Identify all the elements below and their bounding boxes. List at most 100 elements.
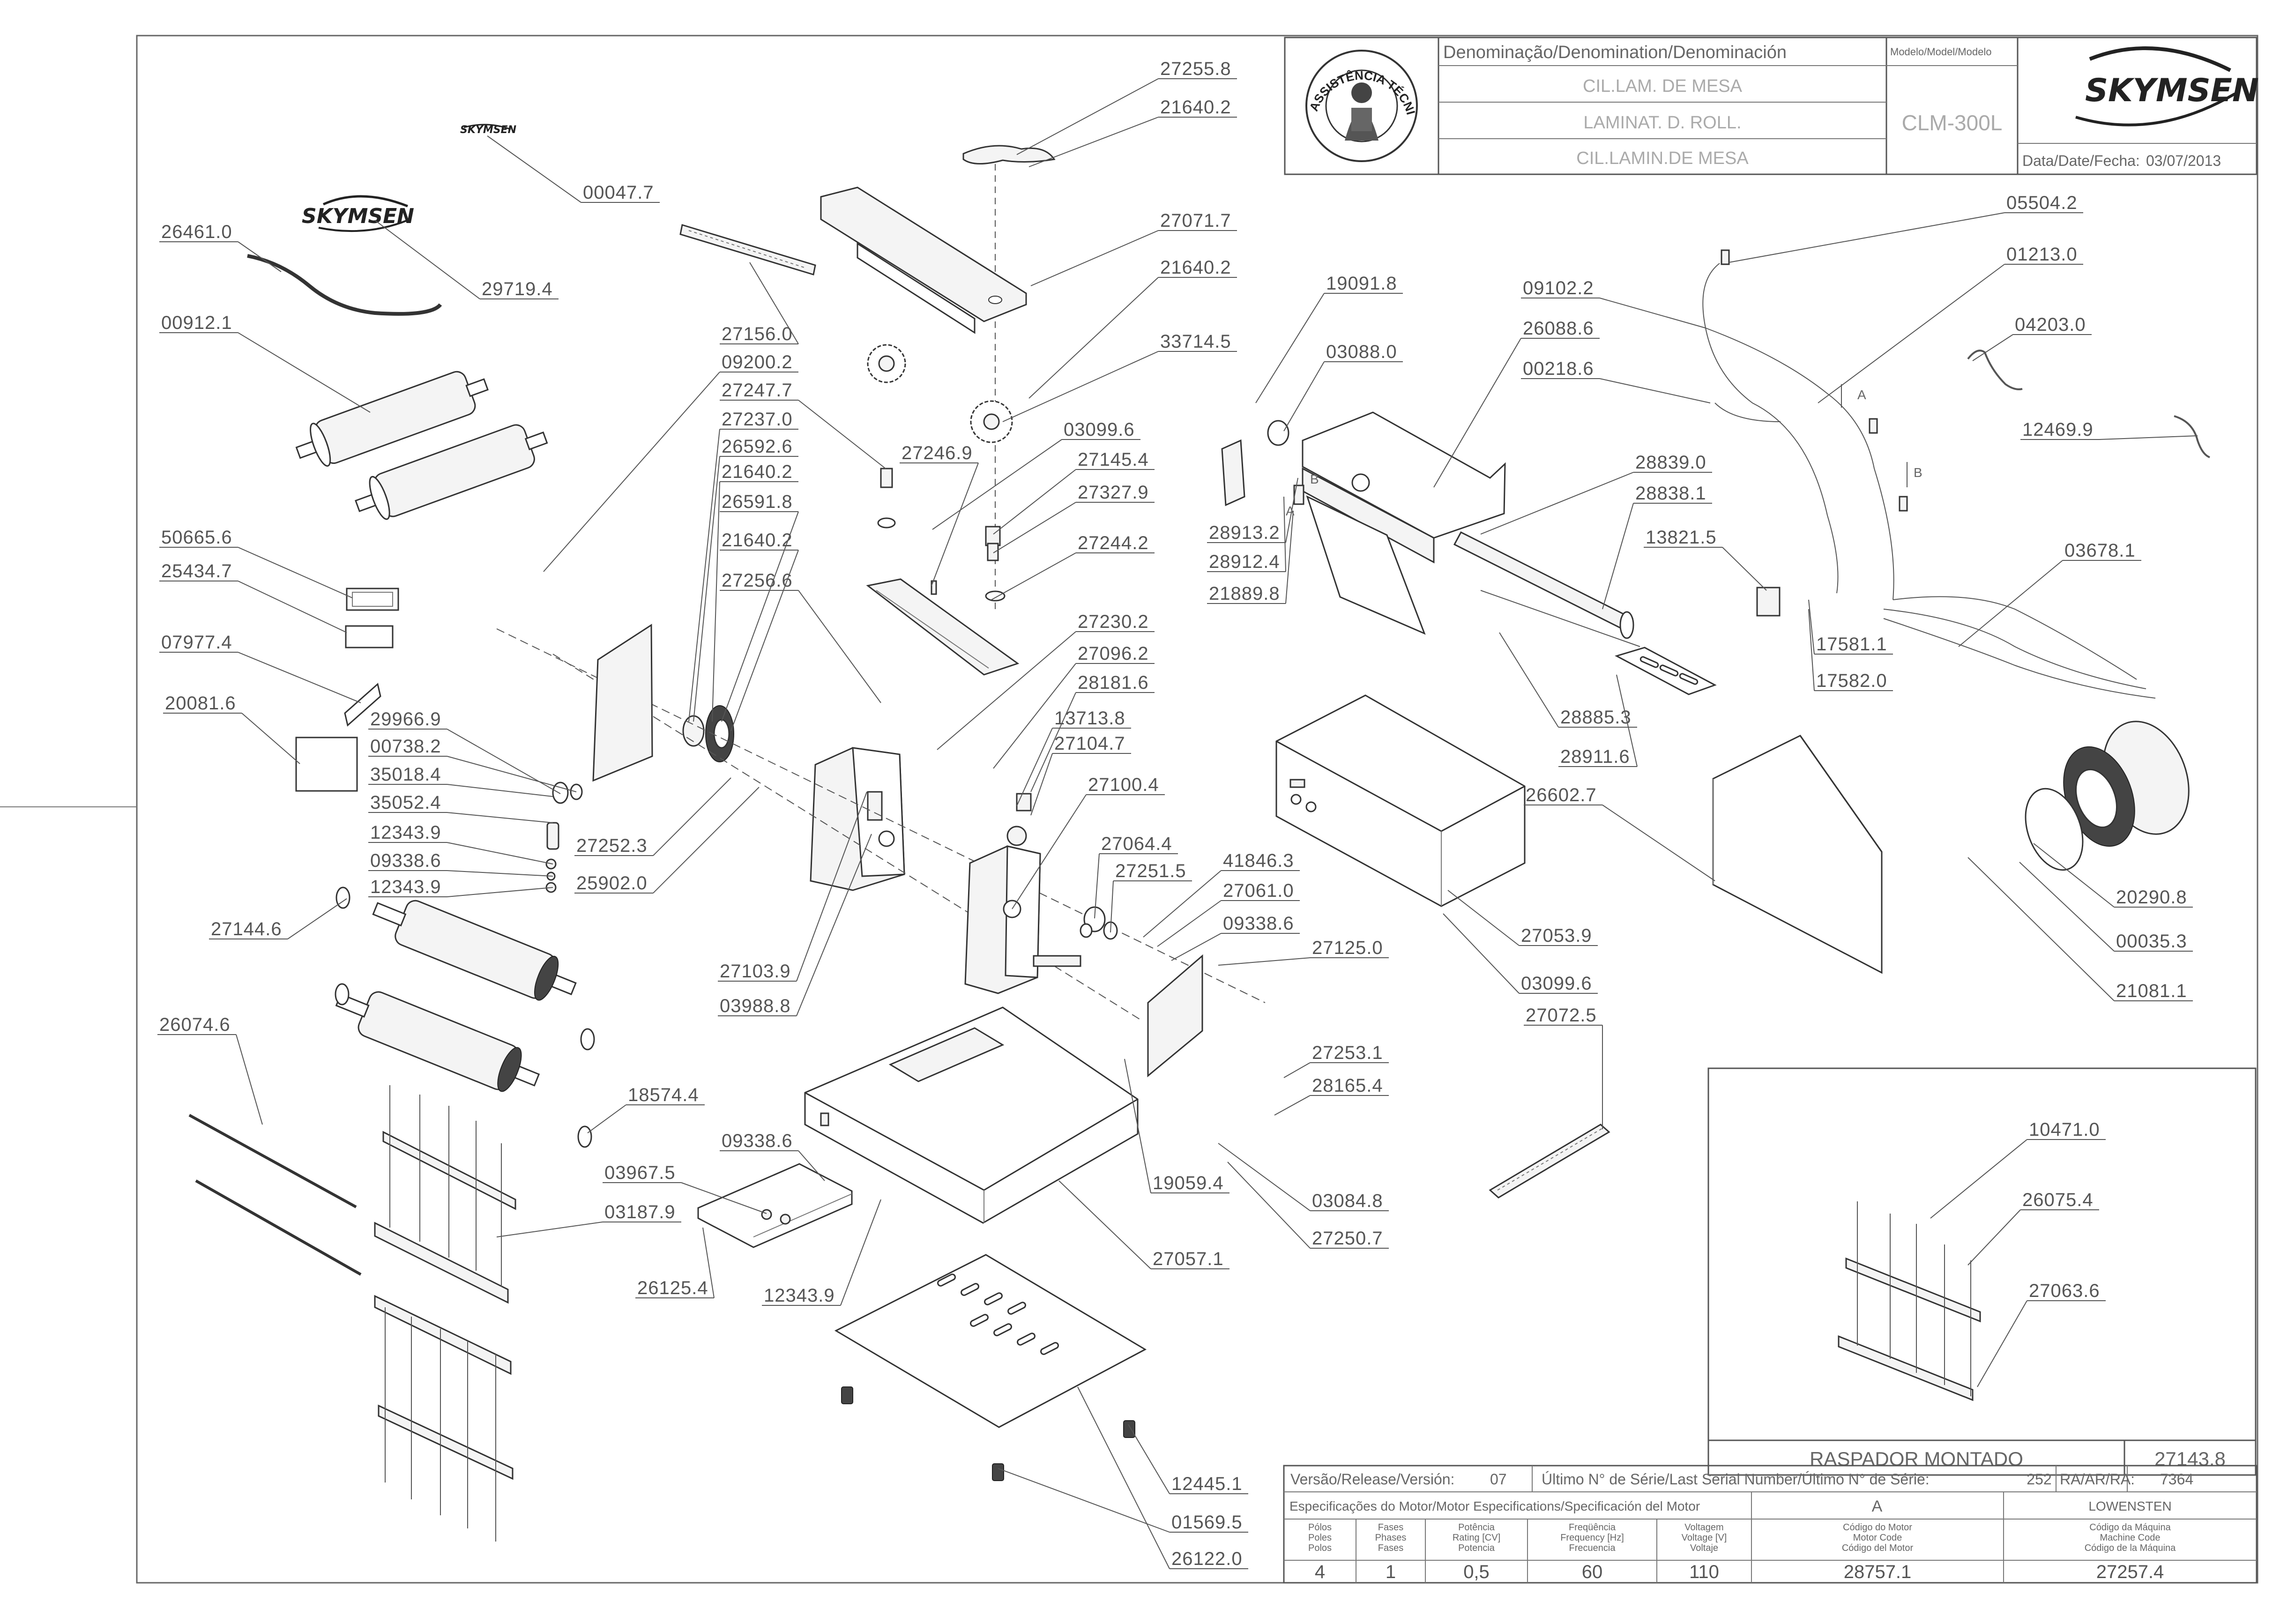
spec-column-label: Pólos xyxy=(1308,1522,1332,1533)
part-number-label: 27327.9 xyxy=(1078,482,1149,503)
callout-leader xyxy=(721,511,799,722)
part-number-label: 00738.2 xyxy=(370,736,441,757)
callout-27064-4: 27064.4 xyxy=(1094,834,1178,919)
part-number-label: 17581.1 xyxy=(1816,634,1887,655)
callout-leader xyxy=(998,1468,1170,1533)
part-number-label: 05504.2 xyxy=(2006,193,2078,213)
callout-29966-9: 29966.9 xyxy=(368,709,561,794)
comb-strip-top xyxy=(679,224,816,276)
part-number-label: 18574.4 xyxy=(628,1085,699,1105)
callout-leader xyxy=(1602,503,1634,610)
scraper-assembly-lower xyxy=(374,1295,514,1542)
part-number-label: 27145.4 xyxy=(1078,449,1149,470)
scraper-inset: RASPADOR MONTADO 27143.8 xyxy=(1707,1067,2257,1476)
part-number-label: 28912.4 xyxy=(1209,551,1280,572)
inset-title: RASPADOR MONTADO xyxy=(1810,1448,2023,1470)
part-number-label: 09102.2 xyxy=(1523,278,1594,298)
part-number-label: 00047.7 xyxy=(583,182,654,203)
callout-leader xyxy=(1030,230,1159,286)
spec-column-value: 60 xyxy=(1582,1562,1603,1582)
name-es: CIL.LAMIN.DE MESA xyxy=(1576,149,1749,168)
callout-07977-4: 07977.4 xyxy=(159,632,361,703)
callout-leader xyxy=(1599,378,1711,403)
part-number-label: 21640.2 xyxy=(722,530,793,551)
callout-leader xyxy=(993,469,1076,535)
medium-logo: SKYMSEN xyxy=(302,195,414,232)
callout-leader xyxy=(2099,435,2198,440)
callout-27230-2: 27230.2 xyxy=(937,611,1155,750)
spec-column-label: Machine Code xyxy=(2100,1533,2161,1543)
label-plates xyxy=(295,588,399,792)
callout-27100-4: 27100.4 xyxy=(1012,775,1165,909)
callout-27072-5: 27072.5 xyxy=(1524,1005,1603,1129)
part-number-label: 35018.4 xyxy=(370,764,441,785)
callout-leader xyxy=(287,898,347,939)
spec-column-label: Fases xyxy=(1378,1522,1403,1533)
spec-column-value: 0,5 xyxy=(1463,1562,1490,1582)
comb-strip-right xyxy=(1489,1124,1610,1199)
callout-26088-6: 26088.6 xyxy=(1433,318,1600,488)
part-number-label: 27064.4 xyxy=(1101,834,1172,854)
callout-26074-6: 26074.6 xyxy=(157,1014,263,1125)
callout-leader xyxy=(496,1222,603,1237)
callout-26122-0: 26122.0 xyxy=(1077,1386,1248,1569)
callout-leader xyxy=(796,834,872,1016)
callout-leader xyxy=(447,729,561,794)
callout-00035-3: 00035.3 xyxy=(2019,862,2193,952)
spec-column-label: Código del Motor xyxy=(1842,1543,1914,1553)
part-number-label: 28181.6 xyxy=(1078,672,1149,693)
part-number-label: 09338.6 xyxy=(370,850,441,871)
spec-column-value: 1 xyxy=(1386,1562,1396,1582)
part-number-label: 27144.6 xyxy=(211,919,282,939)
part-number-label: 09338.6 xyxy=(722,1131,793,1151)
callout-leader xyxy=(1143,870,1222,938)
part-number-label: 27053.9 xyxy=(1521,925,1592,946)
svg-text:SKYMSEN: SKYMSEN xyxy=(460,124,516,136)
callout-17582-0: 17582.0 xyxy=(1808,609,1893,691)
callout-27125-0: 27125.0 xyxy=(1218,938,1389,966)
callout-leader xyxy=(1447,890,1520,946)
side-guard-right xyxy=(1147,954,1203,1078)
part-number-label: 26591.8 xyxy=(722,492,793,512)
bracket-a xyxy=(1221,420,1304,507)
tray-channel xyxy=(866,578,1020,676)
part-number-label: 27096.2 xyxy=(1078,643,1149,664)
part-number-label: 50665.6 xyxy=(161,527,232,548)
callout-21081-1: 21081.1 xyxy=(1967,857,2193,1001)
part-number-label: 07977.4 xyxy=(161,632,232,653)
callout-03088-0: 03088.0 xyxy=(1283,342,1403,432)
part-number-label: 21640.2 xyxy=(1160,257,1231,278)
part-number-label: 26125.4 xyxy=(637,1278,708,1298)
callout-27256-6: 27256.6 xyxy=(720,570,881,703)
callout-27053-9: 27053.9 xyxy=(1447,890,1598,946)
callout-leader xyxy=(241,713,300,764)
spec-column-label: Rating [CV] xyxy=(1453,1533,1500,1543)
date-label: Data/Date/Fecha: xyxy=(2022,152,2140,169)
callout-28912-4: 28912.4 xyxy=(1207,496,1286,572)
serial-value: 252 xyxy=(2027,1471,2051,1488)
callout-leader xyxy=(1002,351,1159,422)
part-number-label: 20081.6 xyxy=(165,693,236,714)
inset-code: 27143.8 xyxy=(2154,1448,2226,1470)
part-number-label: 26088.6 xyxy=(1523,318,1594,339)
callout-12445-1: 12445.1 xyxy=(1128,1424,1248,1494)
callout-35018-4: 35018.4 xyxy=(368,764,553,797)
part-number-label: 12343.9 xyxy=(370,877,441,897)
spec-column-label: Polos xyxy=(1308,1543,1332,1553)
version-value: 07 xyxy=(1490,1471,1507,1488)
slotted-cover xyxy=(1615,647,1717,695)
callout-leader xyxy=(447,812,553,823)
spec-column-value: 110 xyxy=(1689,1562,1719,1582)
part-number-label: 27104.7 xyxy=(1054,733,1125,754)
part-number-label: 09200.2 xyxy=(722,352,793,372)
callout-leader xyxy=(681,1182,767,1214)
callout-00912-1: 00912.1 xyxy=(159,313,371,413)
spec-column-label: Código da Máquina xyxy=(2089,1522,2171,1533)
spec-column-value: 27257.4 xyxy=(2096,1562,2164,1582)
callout-leader xyxy=(1110,880,1114,933)
callout-leader xyxy=(730,550,799,731)
date-value: 03/07/2013 xyxy=(2146,152,2221,169)
callout-21640-2: 21640.2 xyxy=(720,530,799,731)
part-number-label: 21081.1 xyxy=(2116,981,2187,1001)
